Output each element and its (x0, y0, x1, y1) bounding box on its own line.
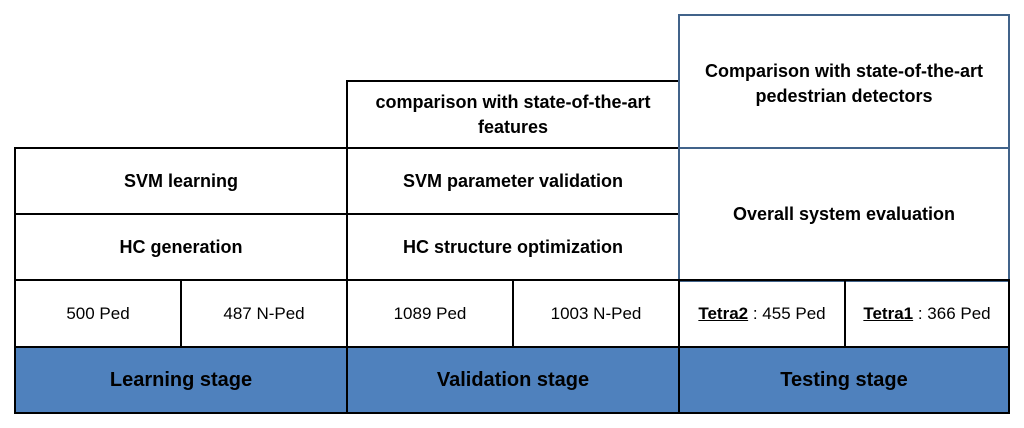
overall-system-evaluation-label: Overall system evaluation (732, 204, 956, 224)
hc-generation-box: HC generation (14, 213, 348, 281)
overall-system-evaluation-box: Overall system evaluation (680, 149, 1008, 280)
tetra2-count-box: Tetra2 : 455 Ped (678, 279, 846, 348)
learning-nped-count-box: 487 N-Ped (180, 279, 348, 348)
comparison-detectors-box: Comparison with state-of-the-art pedestr… (680, 16, 1008, 147)
learning-stage-banner: Learning stage (14, 346, 348, 414)
svm-learning-label: SVM learning (123, 170, 239, 191)
svm-parameter-validation-box: SVM parameter validation (346, 147, 680, 215)
testing-divider (680, 147, 1008, 149)
comparison-features-box: comparison with state-of-the-art feature… (346, 80, 680, 149)
learning-stage-label: Learning stage (109, 368, 253, 391)
learning-ped-count: 500 Ped (66, 303, 130, 323)
validation-stage-banner: Validation stage (346, 346, 680, 414)
tetra2-name: Tetra2 (698, 303, 749, 323)
hc-generation-label: HC generation (119, 236, 243, 257)
learning-ped-count-box: 500 Ped (14, 279, 182, 348)
tetra2-count: : 455 Ped (748, 303, 826, 323)
comparison-detectors-label: Comparison with state-of-the-art pedestr… (704, 61, 983, 106)
validation-ped-count: 1089 Ped (393, 303, 467, 323)
hc-structure-optimization-box: HC structure optimization (346, 213, 680, 281)
svm-learning-box: SVM learning (14, 147, 348, 215)
tetra1-count-box: Tetra1 : 366 Ped (844, 279, 1010, 348)
testing-stage-banner: Testing stage (678, 346, 1010, 414)
validation-nped-count: 1003 N-Ped (550, 303, 642, 323)
comparison-features-label: comparison with state-of-the-art feature… (375, 91, 651, 137)
hc-structure-optimization-label: HC structure optimization (402, 236, 623, 257)
validation-nped-count-box: 1003 N-Ped (512, 279, 680, 348)
validation-ped-count-box: 1089 Ped (346, 279, 514, 348)
tetra1-count: : 366 Ped (913, 303, 991, 323)
testing-stage-label: Testing stage (780, 368, 908, 391)
svm-parameter-validation-label: SVM parameter validation (402, 170, 624, 191)
validation-stage-label: Validation stage (436, 368, 590, 391)
learning-nped-count: 487 N-Ped (223, 303, 305, 323)
tetra1-name: Tetra1 (863, 303, 914, 323)
